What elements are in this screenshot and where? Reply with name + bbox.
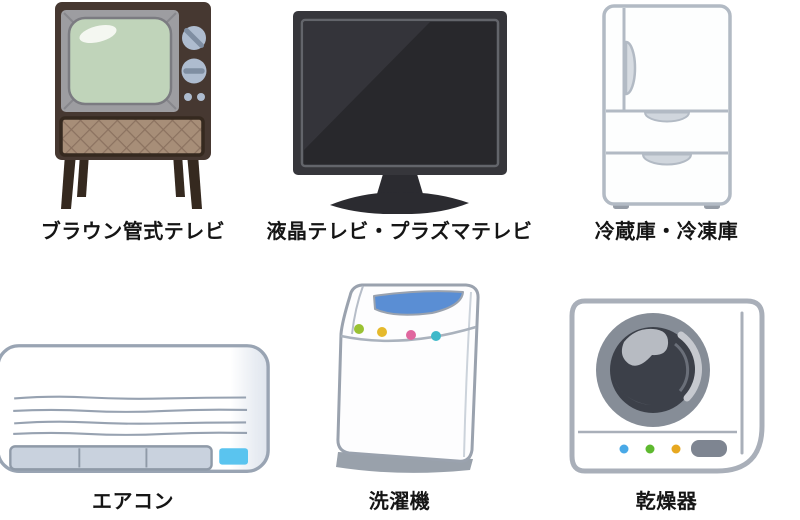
washer-body bbox=[336, 283, 480, 463]
label-aircon: エアコン bbox=[92, 491, 174, 513]
item-dryer: 乾燥器 bbox=[533, 252, 800, 520]
fridge-art bbox=[601, 4, 733, 214]
crt-tv-screen-glare bbox=[79, 24, 117, 44]
cell-crt-tv: ブラウン管式テレビ bbox=[0, 0, 266, 252]
cell-dryer: 乾燥器 bbox=[533, 252, 800, 520]
dryer-art bbox=[569, 298, 765, 476]
item-washer: 洗濯機 bbox=[266, 252, 533, 520]
crt-tv-legs-icon bbox=[61, 154, 202, 209]
fridge-door-handle bbox=[624, 40, 636, 96]
item-fridge: 冷蔵庫・冷凍庫 bbox=[533, 0, 800, 252]
dryer-button bbox=[690, 440, 727, 457]
flat-tv-illustration bbox=[292, 11, 507, 214]
aircon-body bbox=[0, 344, 270, 473]
crt-tv-screen bbox=[67, 16, 173, 106]
flat-tv-stand-base bbox=[329, 192, 469, 214]
washer-lid-window bbox=[373, 290, 464, 316]
dryer-indicator-dots bbox=[619, 444, 680, 454]
item-crt-tv: ブラウン管式テレビ bbox=[0, 0, 266, 252]
washer-right-edge bbox=[463, 291, 472, 458]
aircon-vent-lines bbox=[13, 395, 248, 436]
item-aircon: エアコン bbox=[0, 252, 270, 520]
aircon-louver bbox=[9, 445, 213, 471]
label-fridge: 冷蔵庫・冷凍庫 bbox=[594, 221, 739, 243]
label-flat-tv: 液晶テレビ・プラズマテレビ bbox=[266, 221, 533, 243]
crt-tv-illustration bbox=[55, 2, 211, 209]
washer-art bbox=[312, 272, 487, 476]
label-crt-tv: ブラウン管式テレビ bbox=[40, 221, 226, 243]
item-flat-tv: 液晶テレビ・プラズマテレビ bbox=[266, 0, 533, 252]
cell-washer: 洗濯機 bbox=[266, 252, 533, 520]
dryer-illustration bbox=[569, 298, 764, 474]
label-washer: 洗濯機 bbox=[368, 491, 431, 513]
cell-aircon: エアコン bbox=[0, 252, 270, 520]
flat-tv-screen-glare bbox=[303, 22, 430, 150]
fridge-drawer-handle-1 bbox=[643, 111, 690, 123]
crt-tv-speaker-grille bbox=[59, 116, 205, 157]
washer-base bbox=[336, 452, 473, 473]
cell-fridge: 冷蔵庫・冷凍庫 bbox=[533, 0, 800, 252]
aircon-indicator-light bbox=[219, 448, 248, 465]
aircon-art bbox=[0, 342, 271, 476]
fridge-door-lines bbox=[605, 8, 728, 155]
washer-top-left-edge bbox=[351, 285, 364, 335]
crt-tv-bezel-corners bbox=[63, 12, 177, 110]
flat-tv-art bbox=[290, 8, 510, 214]
washer-top-face-line bbox=[340, 325, 477, 343]
crt-tv-art bbox=[53, 0, 213, 214]
fridge-drawer-handle-2 bbox=[641, 153, 692, 166]
cell-flat-tv: 液晶テレビ・プラズマテレビ bbox=[266, 0, 533, 252]
washer-illustration bbox=[336, 283, 480, 473]
fridge-illustration bbox=[601, 4, 732, 209]
label-dryer: 乾燥器 bbox=[635, 491, 698, 513]
washer-control-dots bbox=[354, 324, 441, 341]
dryer-door-icon bbox=[595, 313, 710, 427]
crt-tv-dials-icon bbox=[181, 26, 207, 101]
flat-tv-stand-neck bbox=[376, 174, 423, 194]
aircon-illustration bbox=[0, 344, 270, 473]
aircon-louver-dividers bbox=[78, 448, 148, 468]
